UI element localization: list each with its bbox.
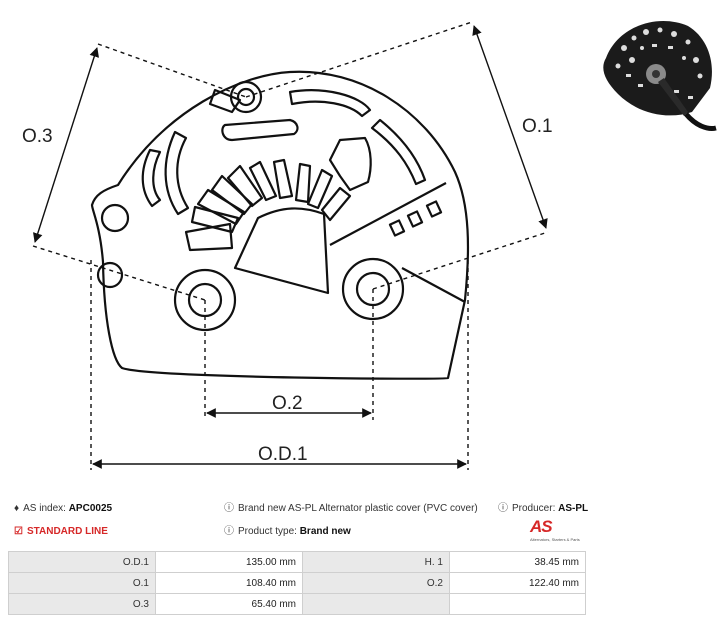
bottom-boss-right: [341, 257, 405, 321]
spec-value: 38.45 mm: [449, 551, 586, 573]
table-row: O.3 65.40 mm: [8, 593, 586, 615]
logo-text: AS: [530, 517, 553, 536]
table-row: O.1 108.40 mm O.2 122.40 mm: [8, 572, 586, 594]
standard-line-badge: ☑STANDARD LINE: [14, 526, 108, 537]
central-window: [233, 207, 330, 295]
product-photo-icon: [603, 21, 717, 131]
spec-label: O.D.1: [8, 551, 156, 573]
cover-outline: [90, 70, 470, 380]
dim-label-o2: O.2: [272, 393, 303, 414]
info-icon: ⓘ: [224, 526, 234, 537]
bottom-boss-left: [173, 268, 237, 332]
technical-drawing: O.3 O.1 O.2 O.D.1: [22, 21, 553, 470]
spec-value: 122.40 mm: [449, 572, 586, 594]
spec-label: O.2: [302, 572, 450, 594]
dim-label-o1: O.1: [522, 116, 553, 137]
spec-value: 108.40 mm: [155, 572, 303, 594]
dim-label-o3: O.3: [22, 126, 53, 147]
info-icon: ⓘ: [224, 503, 234, 514]
as-logo: AS Alternators, Starters & Parts: [530, 517, 590, 545]
table-row: O.D.1 135.00 mm H. 1 38.45 mm: [8, 551, 586, 573]
left-hole-upper: [100, 203, 130, 233]
spec-label: H. 1: [302, 551, 450, 573]
spec-label: O.1: [8, 572, 156, 594]
spec-value: 65.40 mm: [155, 593, 303, 615]
spec-label: [302, 593, 450, 615]
checkbox-icon: ☑: [14, 526, 23, 537]
spec-label: O.3: [8, 593, 156, 615]
logo-tagline: Alternators, Starters & Parts: [530, 537, 580, 542]
dim-label-od1: O.D.1: [258, 444, 308, 465]
specs-table: O.D.1 135.00 mm H. 1 38.45 mm O.1 108.40…: [8, 551, 586, 615]
spec-value: [449, 593, 586, 615]
left-hole-lower: [96, 261, 124, 289]
as-index: ♦AS index: APC0025: [14, 503, 113, 514]
tag-icon: ♦: [14, 503, 20, 514]
spec-value: 135.00 mm: [155, 551, 303, 573]
info-icon: ⓘ: [498, 503, 508, 514]
